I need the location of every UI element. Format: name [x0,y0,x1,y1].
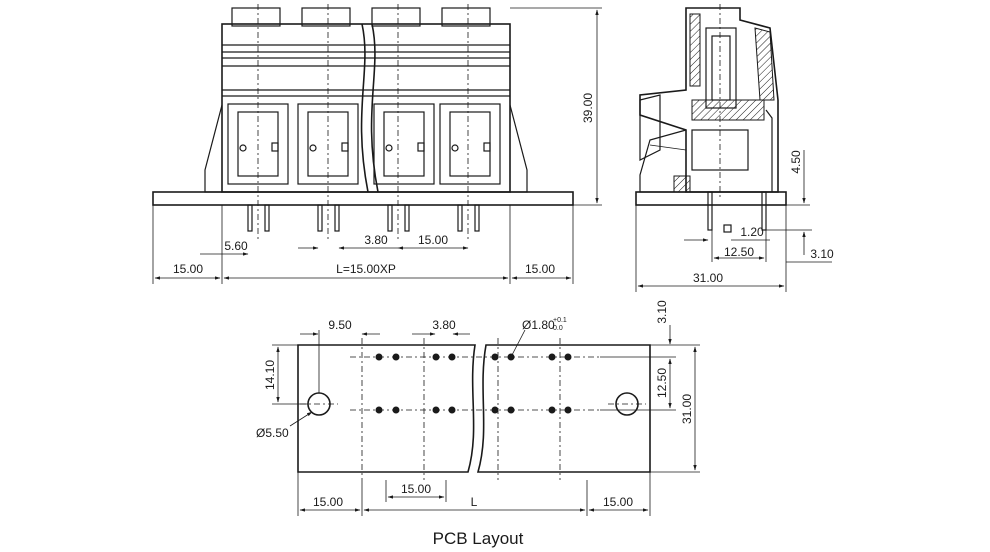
front-pins [247,204,480,232]
dim-width-31: 31.00 [680,394,694,424]
dim-edge-top-3-10: 3.10 [655,300,669,324]
dim-row-spacing-12-50: 12.50 [655,368,669,398]
dim-left-15: 15.00 [313,495,343,509]
dim-pin-length-4-50: 4.50 [789,150,803,174]
front-view: 39.00 15.00 L=15.00XP 15.00 5.60 3.80 15… [152,4,602,284]
dim-pin-pitch-3-80: 3.80 [432,318,456,332]
dim-hole-diameter-1-80: Ø1.80 [522,318,555,332]
dim-mount-height-14-10: 14.10 [263,360,277,390]
dim-hole-tolerance-minus: 0.0 [553,325,563,332]
dim-pin-row-12-50: 12.50 [724,245,754,259]
dim-pin-tail-3-10: 3.10 [810,247,834,261]
dim-pin-offset-5-60: 5.60 [224,239,248,253]
dim-depth-31: 31.00 [693,271,723,285]
dim-right-15: 15.00 [603,495,633,509]
dim-pole-pitch-15: 15.00 [418,233,448,247]
dim-hole-tolerance-plus: +0.1 [553,317,567,324]
dim-length-L: L=15.00XP [336,262,396,276]
side-view: 31.00 12.50 1.20 4.50 3.10 [635,4,834,292]
dim-right-15: 15.00 [525,262,555,276]
dim-hole-offset-9-50: 9.50 [328,318,352,332]
dim-pin-size-1-20: 1.20 [740,225,764,239]
dim-length-L: L [471,495,478,509]
dim-left-15: 15.00 [173,262,203,276]
dim-height-39: 39.00 [581,93,595,123]
pcb-holes [375,353,572,414]
pcb-layout: 9.50 3.80 Ø1.80 +0.1 0.0 3.10 12.50 31.0… [256,300,700,548]
dim-mount-diameter-5-50: Ø5.50 [256,426,289,440]
pcb-layout-caption: PCB Layout [433,529,524,548]
dim-pin-pitch-3-80: 3.80 [364,233,388,247]
dim-pole-pitch-15: 15.00 [401,482,431,496]
